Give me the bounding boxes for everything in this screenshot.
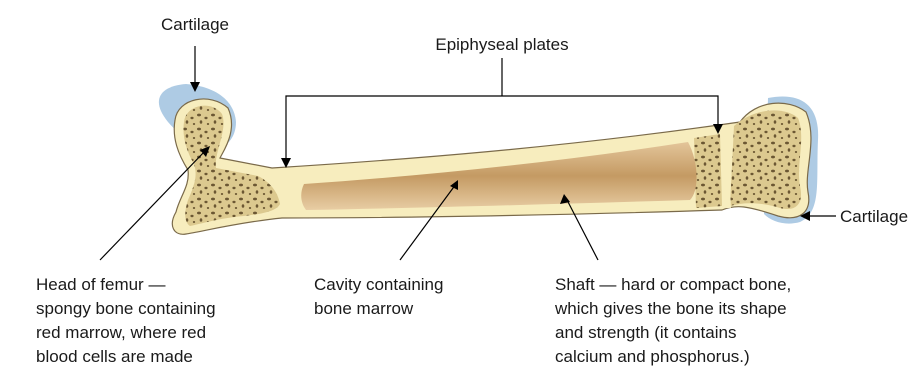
spongy-bone-right-end [730,110,801,209]
cavity-line-1: Cavity containing [314,275,443,294]
label-shaft: Shaft — hard or compact bone, which give… [554,275,796,366]
head-line-1: Head of femur — [36,275,165,294]
shaft-line-4: calcium and phosphorus.) [555,347,750,366]
shaft-line-3: and strength (it contains [555,323,736,342]
epiphyseal-plate-right [724,130,728,208]
label-cavity: Cavity containing bone marrow [314,275,448,318]
head-line-3: red marrow, where red [36,323,206,342]
spongy-bone-near-right-plate [694,134,722,208]
shaft-line-2: which gives the bone its shape [554,299,787,318]
head-line-4: blood cells are made [36,347,193,366]
cavity-line-2: bone marrow [314,299,414,318]
label-epiphyseal-plates: Epiphyseal plates [435,35,568,54]
label-head-of-femur: Head of femur — spongy bone containing r… [36,275,220,366]
shaft-line-1: Shaft — hard or compact bone, [555,275,791,294]
label-cartilage-top: Cartilage [161,15,229,34]
label-cartilage-right: Cartilage [840,207,908,226]
head-line-2: spongy bone containing [36,299,216,318]
